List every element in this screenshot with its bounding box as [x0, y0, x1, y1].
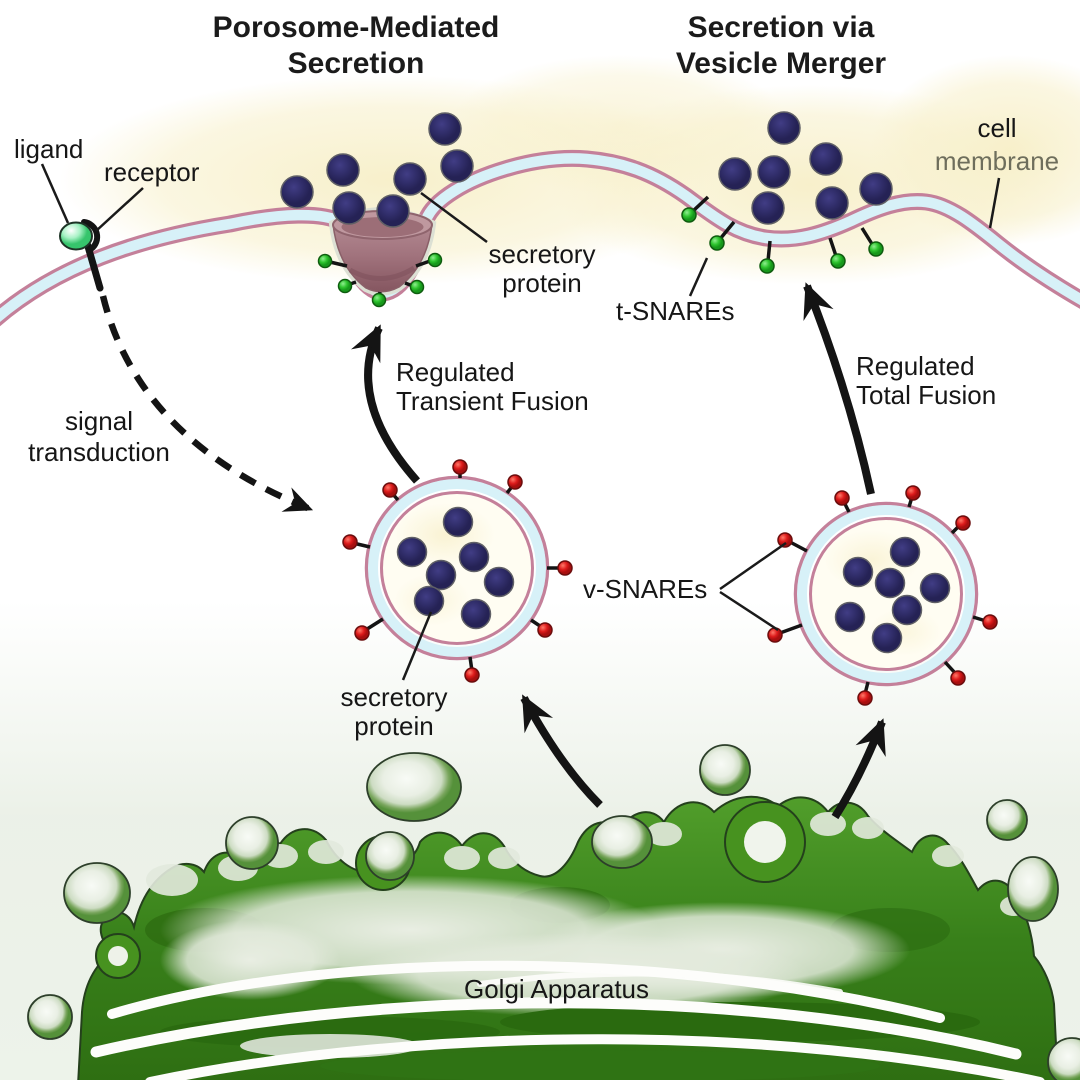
golgi-apparatus-label: Golgi Apparatus — [464, 974, 650, 1004]
signal-transduction-arrow — [99, 295, 314, 513]
ligand-label: ligand — [14, 134, 84, 164]
v-snare-tip — [767, 485, 998, 706]
golgi-to-left-vesicle-arrow — [520, 694, 603, 808]
vesicle-left — [342, 459, 573, 683]
regulated-transient-fusion-label: Regulated Transient Fusion — [396, 358, 589, 416]
ligand-sphere — [59, 221, 93, 251]
cell-membrane-path — [0, 149, 1080, 327]
title-line: Secretion — [287, 47, 425, 80]
title-line: Secretion via — [687, 11, 875, 44]
cell-membrane-line1: cell — [977, 113, 1017, 143]
cell-membrane-label: cell membrane — [935, 112, 1059, 178]
regulated-total-fusion-label: Regulated Total Fusion — [856, 352, 996, 410]
label-line: transduction — [28, 437, 170, 467]
label-line: protein — [354, 711, 434, 741]
secretory-protein-top-label: secretory protein — [489, 240, 596, 298]
title-porosome-secretion: Porosome-Mediated Secretion — [213, 10, 500, 82]
secretory-protein-dots-in-vesicle — [396, 506, 515, 630]
receptor-label: receptor — [104, 157, 200, 187]
golgi-to-right-vesicle-arrow — [831, 718, 886, 820]
label-line: protein — [502, 268, 582, 298]
label-line: Total Fusion — [856, 380, 997, 410]
title-line: Vesicle Merger — [675, 47, 887, 80]
t-snare-tip — [317, 252, 443, 308]
v-snares-left-vesicle — [342, 459, 573, 683]
secretory-protein-dots-in-vesicle — [834, 536, 951, 654]
label-line: Regulated — [856, 351, 975, 381]
golgi-apparatus-shape — [27, 744, 1080, 1080]
golgi-budding-vesicles — [27, 744, 1080, 1080]
v-snares-label: v-SNAREs — [583, 574, 708, 604]
t-snares-fusion-site — [681, 195, 884, 274]
receptor-stem — [81, 219, 104, 292]
vesicle-right — [767, 485, 998, 706]
v-snare-tip — [342, 459, 573, 683]
leader-lines — [40, 163, 1001, 681]
cell-membrane-line2: membrane — [934, 146, 1060, 176]
secretory-protein-dots-right — [718, 111, 893, 225]
secretory-protein-bottom-label: secretory protein — [341, 683, 448, 741]
v-snares-right-vesicle — [767, 485, 998, 706]
transient-fusion-arrow — [351, 324, 420, 484]
title-line: Porosome-Mediated — [212, 11, 500, 44]
label-line: Regulated — [396, 357, 515, 387]
label-line: secretory — [340, 682, 448, 712]
secretory-protein-dots-left — [280, 112, 474, 228]
title-vesicle-merger: Secretion via Vesicle Merger — [676, 10, 886, 82]
golgi-cisternae-ribbons — [90, 960, 1045, 1080]
label-line: Transient Fusion — [396, 386, 589, 416]
total-fusion-arrow — [803, 282, 875, 495]
signal-transduction-label: signal transduction — [28, 406, 170, 468]
t-snares-label: t-SNAREs — [616, 296, 735, 326]
label-line: secretory — [488, 239, 596, 269]
t-snare-tip — [681, 207, 884, 274]
label-line: signal — [65, 406, 133, 436]
t-snares-porosome — [317, 252, 443, 308]
